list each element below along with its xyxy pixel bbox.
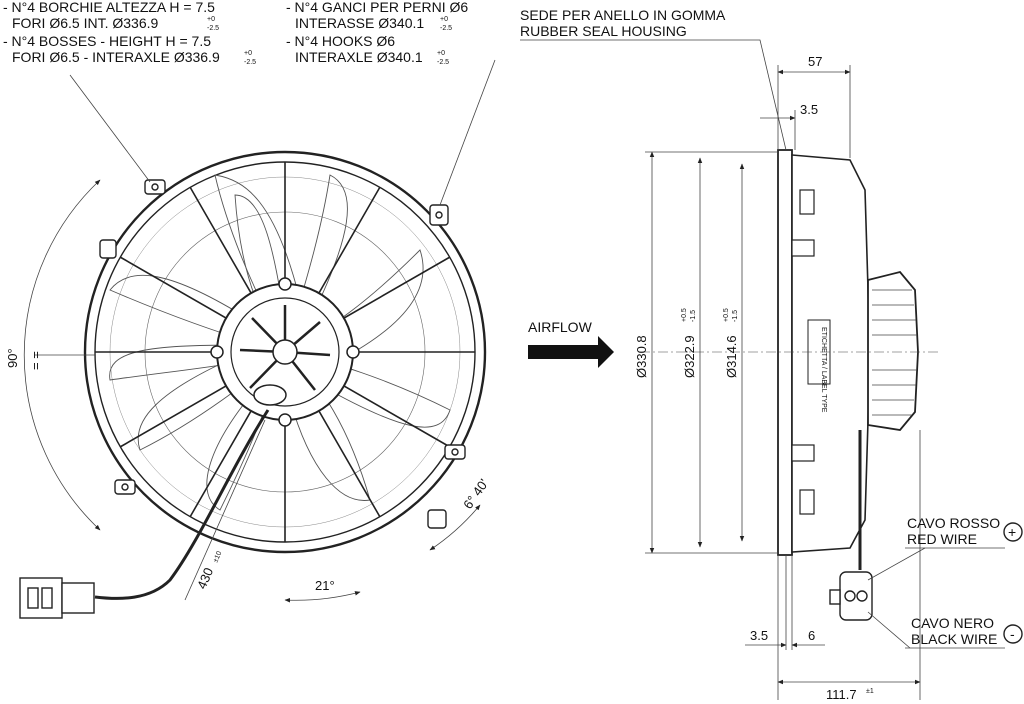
airflow-arrow-icon bbox=[528, 336, 614, 368]
shroud-flange bbox=[777, 149, 793, 556]
dim-111-tol: ±1 bbox=[866, 688, 874, 695]
hooks-note-tol-plus-2: +0 bbox=[437, 50, 445, 57]
hooks-note-tol-plus-1: +0 bbox=[440, 16, 448, 23]
bosses-note-line4: FORI Ø6.5 - INTERAXLE Ø336.9 bbox=[12, 49, 220, 65]
seal-housing-it: SEDE PER ANELLO IN GOMMA bbox=[520, 7, 726, 23]
dim-111-label: 111.7 bbox=[826, 687, 857, 702]
shroud-clips bbox=[791, 189, 815, 515]
dim-3-5-top-label: 3.5 bbox=[800, 102, 818, 117]
hooks-note-line1: - N°4 GANCI PER PERNI Ø6 bbox=[286, 0, 468, 15]
dim-314-tol-plus: +0.5 bbox=[723, 308, 730, 322]
dim-90-arc bbox=[23, 179, 101, 531]
hub-center bbox=[272, 339, 298, 365]
outer-ring bbox=[83, 150, 487, 554]
bosses-note-tol-minus-2: -2.5 bbox=[244, 59, 256, 66]
hub-mount-top bbox=[278, 277, 292, 291]
seal-housing-en: RUBBER SEAL HOUSING bbox=[520, 23, 687, 39]
connector-plug bbox=[19, 577, 95, 619]
motor-body bbox=[867, 270, 919, 431]
hub-mount-bottom bbox=[278, 413, 292, 427]
dim-equal-label: = = bbox=[28, 351, 43, 370]
airflow-label: AIRFLOW bbox=[528, 319, 593, 335]
motor-fins bbox=[872, 289, 917, 416]
hooks-note-tol-minus-1: -2.5 bbox=[440, 25, 452, 32]
dim-6-label: 6 bbox=[808, 628, 815, 643]
black-wire-en: BLACK WIRE bbox=[911, 631, 997, 647]
red-wire-it: CAVO ROSSO bbox=[907, 515, 1000, 531]
hub-mount-left bbox=[210, 345, 224, 359]
hub-mount-right bbox=[346, 345, 360, 359]
plus-symbol-icon bbox=[1003, 522, 1023, 542]
airflow-indicator: AIRFLOW bbox=[528, 319, 614, 368]
cable-gland bbox=[253, 384, 287, 406]
dim-430-label: 430 bbox=[194, 565, 216, 591]
dim-6-40-arc bbox=[429, 504, 481, 551]
black-wire-leader bbox=[867, 611, 911, 649]
dim-90-label: 90° bbox=[5, 348, 20, 368]
dim-430-line bbox=[184, 419, 266, 601]
hooks-note-line3: - N°4 HOOKS Ø6 bbox=[286, 33, 395, 49]
bosses-note-tol-plus-2: +0 bbox=[244, 50, 252, 57]
red-wire-leader bbox=[867, 547, 926, 581]
hooks-note-tol-minus-2: -2.5 bbox=[437, 59, 449, 66]
dim-322-tol-minus: -1.5 bbox=[690, 310, 697, 322]
dim-21-arc bbox=[284, 591, 361, 603]
dim-3-5-bottom-label: 3.5 bbox=[750, 628, 768, 643]
plus-symbol: + bbox=[1008, 524, 1016, 540]
bosses-note-line1: - N°4 BORCHIE ALTEZZA H = 7.5 bbox=[3, 0, 215, 15]
bosses-note-tol-plus-1: +0 bbox=[207, 16, 215, 23]
side-view: ETICHETTA / LABEL TYPE bbox=[520, 7, 1023, 702]
bosses-note-tol-minus-1: -2.5 bbox=[207, 25, 219, 32]
power-cable bbox=[94, 409, 270, 600]
side-connector bbox=[829, 571, 873, 621]
dim-21-label: 21° bbox=[315, 578, 335, 593]
seal-housing-leader bbox=[520, 39, 787, 151]
dim-314-label: Ø314.6 bbox=[724, 335, 739, 378]
hooks-note-line2: INTERASSE Ø340.1 bbox=[295, 15, 424, 31]
bosses-note-line2: FORI Ø6.5 INT. Ø336.9 bbox=[12, 15, 158, 31]
black-wire-it: CAVO NERO bbox=[911, 615, 994, 631]
hooks-note-line4: INTERAXLE Ø340.1 bbox=[295, 49, 423, 65]
dim-322-label: Ø322.9 bbox=[682, 335, 697, 378]
dim-430-tol: ±10 bbox=[212, 550, 223, 564]
dim-330-label: Ø330.8 bbox=[634, 335, 649, 378]
front-view: - N°4 BORCHIE ALTEZZA H = 7.5 FORI Ø6.5 … bbox=[3, 0, 496, 619]
dim-57-label: 57 bbox=[808, 54, 822, 69]
dim-6-40-label: 6° 40' bbox=[460, 476, 491, 512]
hooks-leader bbox=[439, 59, 496, 206]
minus-symbol-icon bbox=[1003, 624, 1023, 644]
bosses-leader bbox=[69, 74, 151, 183]
red-wire-en: RED WIRE bbox=[907, 531, 977, 547]
dim-322-tol-plus: +0.5 bbox=[681, 308, 688, 322]
dim-314-tol-minus: -1.5 bbox=[732, 310, 739, 322]
minus-symbol: - bbox=[1010, 626, 1015, 642]
label-sticker-text: ETICHETTA / LABEL TYPE bbox=[820, 327, 827, 413]
bosses-note-line3: - N°4 BOSSES - HEIGHT H = 7.5 bbox=[3, 33, 211, 49]
